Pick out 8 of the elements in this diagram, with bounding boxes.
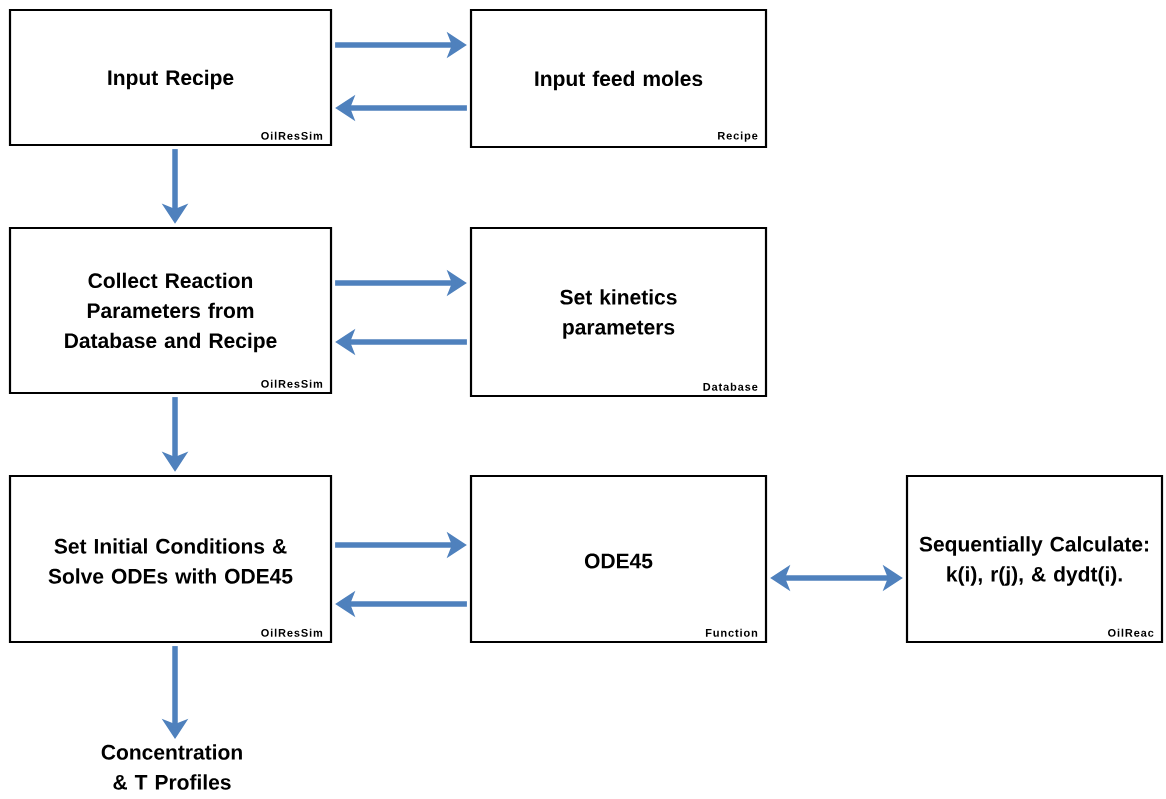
module-label: OilResSim	[261, 628, 323, 637]
module-label: Database	[703, 382, 758, 391]
output-text: Concentration & T Profiles	[101, 744, 242, 790]
module-label: Recipe	[718, 131, 758, 142]
module-label: OilResSim	[261, 379, 323, 388]
module-label: OilReac	[1108, 628, 1154, 637]
module-label: Function	[705, 628, 758, 637]
module-label: OilResSim	[261, 131, 323, 140]
